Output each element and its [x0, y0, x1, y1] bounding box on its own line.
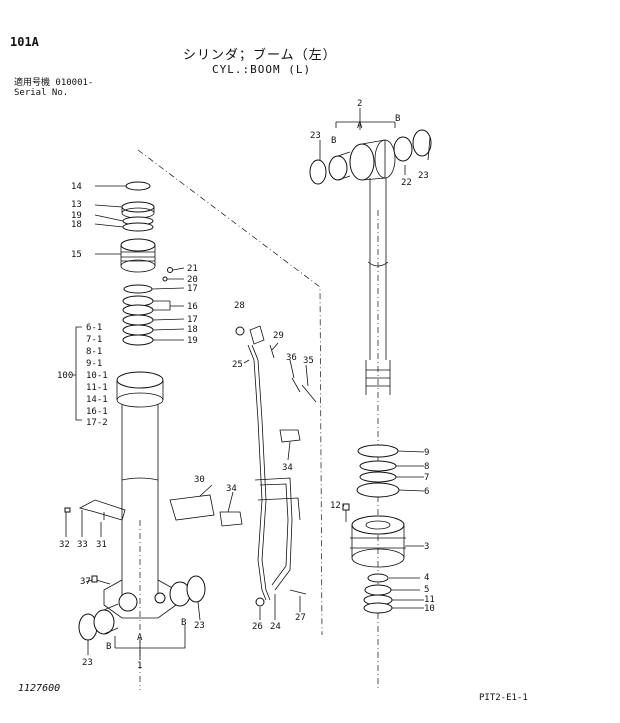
part-15-cylinder-head[interactable] [120, 238, 156, 273]
callout-B-top-left: B [331, 136, 336, 146]
part-35-36-bolts[interactable] [291, 377, 317, 403]
callout-B-bottom-right: B [181, 618, 186, 628]
callout-24: 24 [270, 622, 281, 632]
callout-18b: 18 [187, 325, 198, 335]
callout-12: 12 [330, 501, 341, 511]
callout-37: 37 [80, 577, 91, 587]
callout-21: 21 [187, 264, 198, 274]
part-9-8-7-6-rings[interactable] [356, 444, 400, 498]
callout-9: 9 [424, 448, 429, 458]
serial-label-japanese: 適用号機 010001- [14, 78, 94, 88]
part-21-20-nut-screw[interactable] [162, 267, 173, 282]
callout-7: 7 [424, 473, 429, 483]
callout-100: 100 [57, 371, 73, 381]
part-37-bolt[interactable] [91, 575, 111, 585]
callout-33: 33 [77, 540, 88, 550]
callout-11: 11 [424, 595, 435, 605]
callout-34-lower: 34 [226, 484, 237, 494]
callout-23-top-left: 23 [310, 131, 321, 141]
callout-32: 32 [59, 540, 70, 550]
callout-20: 20 [187, 275, 198, 285]
callout-27: 27 [295, 613, 306, 623]
drawing-number: 1127600 [18, 683, 61, 694]
part-12-screw[interactable] [342, 503, 350, 522]
part-16-17-rings[interactable] [122, 284, 154, 346]
callout-5: 5 [424, 585, 429, 595]
callout-8: 8 [424, 462, 429, 472]
callout-23-bottom-left: 23 [82, 658, 93, 668]
kit-8-1: 8-1 [86, 347, 102, 357]
kit-6-1: 6-1 [86, 323, 102, 333]
callout-labels: 14 13 19 18 15 21 20 17 16 17 18 19 100 … [57, 99, 435, 671]
callout-17b: 17 [187, 315, 198, 325]
callout-28: 28 [234, 301, 245, 311]
callout-36: 36 [286, 353, 297, 363]
part-19-18-seals[interactable] [122, 216, 154, 232]
callout-4: 4 [424, 573, 429, 583]
serial-label-english: Serial No. [14, 88, 69, 98]
callout-15: 15 [71, 250, 82, 260]
part-22-23-rod-bushings[interactable] [309, 129, 432, 185]
part-34-clamps[interactable] [219, 429, 301, 527]
callout-34-upper: 34 [282, 463, 293, 473]
callout-1: 1 [137, 661, 142, 671]
callout-17: 17 [187, 284, 198, 294]
title-japanese: シリンダ；ブーム（左） [183, 48, 337, 63]
callout-19b: 19 [187, 336, 198, 346]
kit-17-2: 17-2 [86, 418, 108, 428]
callout-23-top-right: 23 [418, 171, 429, 181]
kit-7-1: 7-1 [86, 335, 102, 345]
callout-23-bottom-right: 23 [194, 621, 205, 631]
rod-side-bushings[interactable] [78, 575, 206, 641]
callout-14: 14 [71, 182, 82, 192]
callout-35: 35 [303, 356, 314, 366]
callout-25: 25 [232, 360, 243, 370]
kit-14-1: 14-1 [86, 395, 108, 405]
part-28-29-fittings[interactable] [235, 325, 275, 359]
callout-B-top-right: B [395, 114, 400, 124]
part-30-clamp[interactable] [169, 494, 215, 521]
kit-11-1: 11-1 [86, 383, 108, 393]
title-english: CYL.:BOOM (L) [212, 63, 312, 76]
callout-10: 10 [424, 604, 435, 614]
callout-19: 19 [71, 211, 82, 221]
callout-26: 26 [252, 622, 263, 632]
part-2-piston-rod[interactable] [349, 139, 396, 395]
part-31-33-bracket[interactable] [64, 499, 126, 521]
callout-13: 13 [71, 200, 82, 210]
page-code: 101A [10, 35, 39, 49]
part-24-pipe[interactable] [254, 477, 301, 591]
kit-16-1: 16-1 [86, 407, 108, 417]
part-13-wiper[interactable] [121, 201, 155, 219]
callout-6: 6 [424, 487, 429, 497]
kit-9-1: 9-1 [86, 359, 102, 369]
callout-31: 31 [96, 540, 107, 550]
callout-22: 22 [401, 178, 412, 188]
callout-A-bottom: A [137, 633, 143, 643]
callout-30: 30 [194, 475, 205, 485]
part-25-pipe[interactable] [247, 344, 271, 601]
callout-16: 16 [187, 302, 198, 312]
part-26-27-fittings[interactable] [255, 589, 307, 607]
reference-code: PIT2-E1-1 [479, 693, 528, 703]
callout-B-bottom-left: B [106, 642, 111, 652]
part-14-ring[interactable] [125, 181, 151, 191]
callout-2: 2 [357, 99, 362, 109]
leader-lines [65, 108, 431, 660]
part-4-5-11-10-nut-rings[interactable] [363, 573, 393, 614]
part-3-piston[interactable] [350, 515, 406, 568]
part-1-cylinder-tube[interactable] [103, 371, 177, 619]
callout-18: 18 [71, 220, 82, 230]
callout-29: 29 [273, 331, 284, 341]
callout-A-top: A [357, 121, 363, 131]
callout-3: 3 [424, 542, 429, 552]
kit-10-1: 10-1 [86, 371, 108, 381]
